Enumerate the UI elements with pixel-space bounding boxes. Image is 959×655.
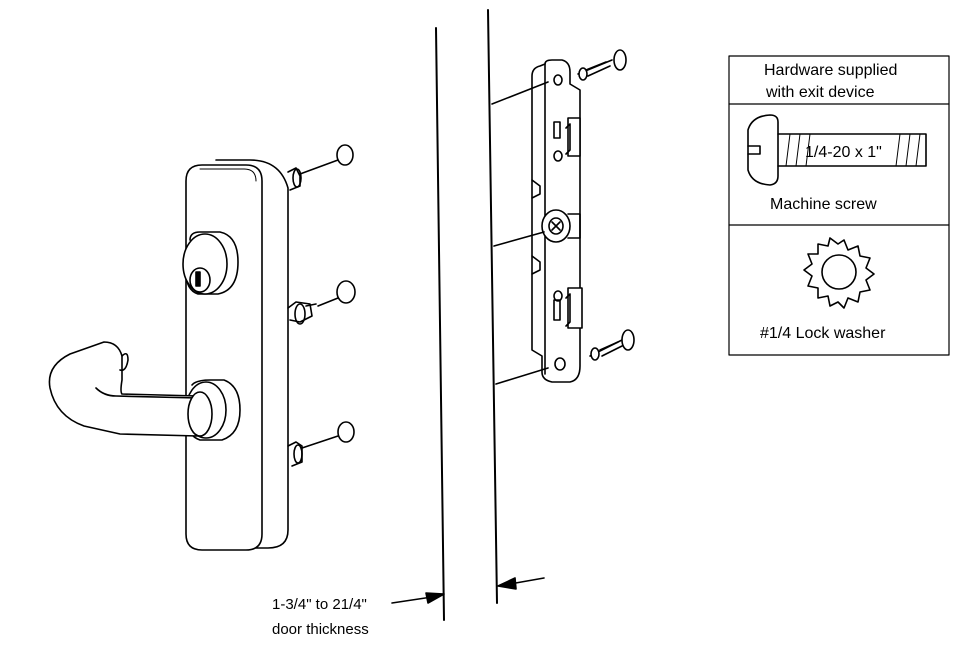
thickness-arrow-left [391, 592, 445, 604]
trim-escutcheon-plate [185, 159, 289, 551]
mounting-hole-middle [336, 280, 356, 304]
exit-device-mounting-plate [531, 59, 583, 383]
hardware-legend [728, 55, 950, 356]
legend-header-line2: with exit device [765, 84, 875, 101]
lever-handle [48, 341, 241, 441]
lock-washer-icon [803, 237, 875, 309]
mounting-stud-middle [287, 301, 317, 325]
legend-header-line1: Hardware supplied [764, 62, 897, 79]
key-cylinder [182, 231, 239, 295]
mounting-hole-top [336, 144, 354, 166]
door-thickness-label-line2: door thickness [272, 621, 369, 638]
screw-top [577, 49, 627, 81]
machine-screw-label: Machine screw [770, 196, 877, 213]
mounting-hole-bottom [337, 421, 355, 443]
thickness-arrow-right [497, 577, 545, 590]
machine-screw-icon [747, 114, 927, 186]
lock-washer-label: #1/4 Lock washer [760, 325, 886, 342]
door-edge [435, 9, 498, 621]
screw-bottom [589, 329, 635, 361]
screw-spec-label: 1/4-20 x 1" [805, 144, 882, 161]
mounting-stud-bottom [287, 441, 303, 467]
mounting-stud-top [287, 167, 302, 191]
door-thickness-label-line1: 1-3/4" to 21/4" [272, 596, 367, 613]
